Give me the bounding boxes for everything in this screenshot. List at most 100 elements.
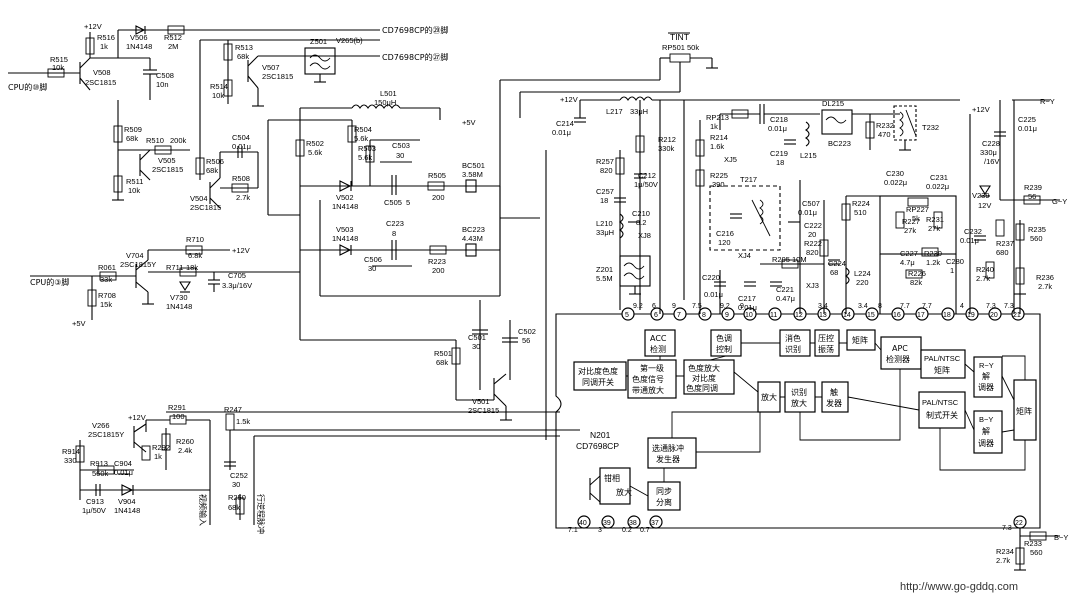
r227-ref: R227 [902, 217, 920, 226]
t232 [893, 105, 917, 141]
z501-ref: Z501 [310, 37, 327, 46]
block-color-ctrl-l2: 控制 [716, 344, 732, 354]
c252-val: 30 [232, 480, 240, 489]
c212-ref: C212 [638, 171, 656, 180]
pin-voltage-label: 6 [652, 303, 656, 310]
supply-12v-b: +12V [232, 246, 250, 255]
ic-pin-top-7 [673, 307, 687, 321]
c218-ref: C218 [770, 115, 788, 124]
v501-ref: V501 [472, 397, 490, 406]
ic-internal-wiring [626, 342, 1026, 497]
r503-ref: R503 [358, 144, 376, 153]
r504-ref: R504 [354, 125, 372, 134]
block-kill-l1: 消色 [785, 333, 801, 343]
c904-val: 0.01μ [114, 468, 133, 477]
t217-ref: T217 [740, 175, 757, 184]
pin-voltage-label: 7.3 [986, 303, 996, 310]
c217-val: 0.01μ [738, 303, 757, 312]
ic-pin-top-label: 12 [795, 312, 803, 319]
ic-pin-top-18 [941, 307, 955, 321]
r708-ref: R708 [98, 291, 116, 300]
block-trigger [821, 381, 849, 413]
ic-ref: N201 [590, 430, 611, 440]
pin-voltage-label: 3.4 [858, 303, 868, 310]
r708-val: 15k [100, 300, 112, 309]
r257-val: 820 [600, 166, 613, 175]
c210-ref: C210 [632, 209, 650, 218]
r501-val: 68k [436, 358, 448, 367]
r514-val: 10k [212, 91, 224, 100]
ic-pin-top-15 [865, 307, 879, 321]
v730-ref: V730 [170, 293, 188, 302]
c505-ref: C505 [384, 198, 402, 207]
block-amp-contrast-l1: 色度放大 [688, 363, 720, 373]
block-pal-matrix-l1: PAL/NTSC [924, 354, 961, 363]
ic-pin-top-label: 21 [1013, 312, 1021, 319]
r225-val: 390 [712, 180, 725, 189]
l210-ref: L210 [596, 219, 613, 228]
r230-val: 1.2k [926, 258, 940, 267]
ic-internal-blocks: ACC 检测 色调 控制 消色 识别 压控 振荡 矩阵 APC 检测器 PAL/… [573, 329, 1037, 511]
by-out-label: B−Y [1054, 533, 1068, 542]
pin-voltage-label: 7.7 [922, 303, 932, 310]
l217-ref: L217 [606, 107, 623, 116]
lower-left-circuit: C501 30 C502 56 R501 68k V501 2SC1815 +1… [62, 300, 580, 525]
c504-ref: C504 [232, 133, 250, 142]
block-apc-l2: 检测器 [886, 354, 910, 364]
video-input-label: 视频输入 [198, 494, 208, 526]
rp213-ref: RP213 [706, 113, 729, 122]
cpu3-circuit: CPU的③脚 R061 33k R708 15k +5V V704 2SC181… [30, 235, 300, 328]
block-bandpass-l1: 第一级 [640, 363, 664, 373]
ic-pin-top-label: 13 [819, 312, 827, 319]
block-matrix1-l: 矩阵 [852, 335, 868, 345]
ic-pin-bottom-label: 39 [603, 520, 611, 527]
r234-ref: R234 [996, 547, 1014, 556]
r222-ref: R222 [804, 239, 822, 248]
r509-val: 68k [126, 134, 138, 143]
svg-text:/16V: /16V [984, 157, 999, 166]
block-acc [644, 329, 676, 357]
block-trigger-l2: 发器 [826, 398, 842, 408]
r913-ref: R913 [90, 459, 108, 468]
dl215-ref: DL215 [822, 99, 844, 108]
c222-ref: C222 [804, 221, 822, 230]
c223-ref: C223 [386, 219, 404, 228]
ic-pin-top-17 [915, 307, 929, 321]
r214-ref: R214 [710, 133, 728, 142]
ic-pin-bottom-37 [649, 515, 663, 529]
c503-val: 30 [396, 151, 404, 160]
block-bandpass [627, 359, 677, 399]
pin-voltage-label: 4 [960, 303, 964, 310]
l501-val: 150μH [374, 98, 396, 107]
c224-ref: C224 [828, 259, 846, 268]
r250-ref: R250 [228, 493, 246, 502]
block-by-l1: B−Y [979, 415, 993, 424]
ic-pin-top-label: 19 [967, 312, 975, 319]
c212-val: 1μ/50V [634, 180, 658, 189]
r223-val: 200 [432, 266, 445, 275]
c231-ref: C231 [930, 173, 948, 182]
pin-voltage-label: 7.3 [1004, 303, 1014, 310]
block-matrix2-l: 矩阵 [1016, 406, 1032, 416]
c220-val: 0.01μ [704, 290, 723, 299]
pin-voltage-label: 7.7 [900, 303, 910, 310]
z201-filter [619, 255, 651, 287]
r514-ref: R514 [210, 82, 228, 91]
r223-ref: R223 [428, 257, 446, 266]
r240-ref: R240 [976, 265, 994, 274]
cpu3-label: CPU的③脚 [30, 277, 69, 287]
c218-val: 0.01μ [768, 124, 787, 133]
c508-ref: C508 [156, 71, 174, 80]
l501-ref: L501 [380, 89, 397, 98]
block-pal-sw [918, 391, 966, 429]
r235-ref: R235 [1028, 225, 1046, 234]
v239-val: 12V [978, 201, 991, 210]
rp227-val: 5k [912, 214, 920, 223]
supply-12v-e: +12V [128, 413, 146, 422]
block-kill-l2: 识别 [785, 345, 801, 354]
l215-ref: L215 [800, 151, 817, 160]
r508-val: 2.7k [236, 193, 250, 202]
bc501-crystal [465, 179, 477, 193]
v502-val: 1N4148 [332, 202, 358, 211]
r512-ref: R512 [164, 33, 182, 42]
